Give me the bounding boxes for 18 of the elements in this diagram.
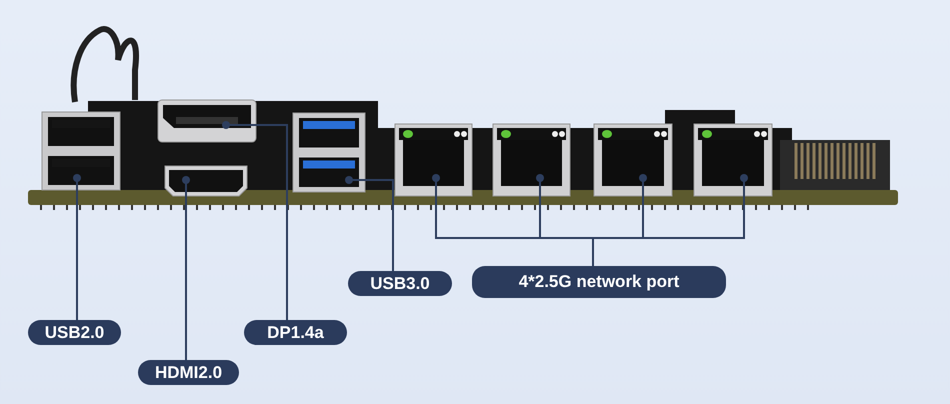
usb-port (292, 112, 366, 192)
leader-line (182, 176, 190, 360)
hdmi-port (164, 166, 248, 196)
ethernet-port (594, 124, 672, 196)
callout-label: USB3.0 (348, 271, 452, 296)
callout-label: USB2.0 (28, 320, 121, 345)
leader-line (345, 176, 394, 271)
callout-label: HDMI2.0 (138, 360, 239, 385)
ethernet-port (492, 124, 570, 196)
leader-line (222, 121, 288, 320)
displayport-port (158, 100, 256, 142)
leader-line (73, 174, 81, 320)
callout-label: DP1.4a (244, 320, 347, 345)
ethernet-port (694, 124, 772, 196)
ethernet-port (394, 124, 472, 196)
usb-port (42, 112, 120, 190)
callout-label: 4*2.5G network port (472, 266, 726, 298)
leader-line (592, 174, 748, 266)
